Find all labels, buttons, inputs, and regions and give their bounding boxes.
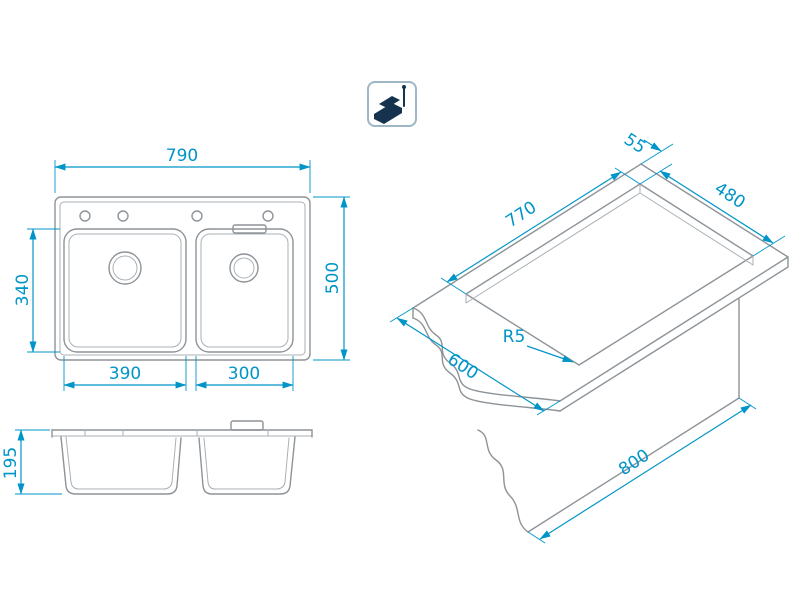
leader-line (526, 345, 574, 363)
dim-rear-offset: 55 (620, 130, 674, 165)
left-bowl-inner (68, 233, 182, 348)
dimension-label: 300 (228, 364, 260, 384)
rim-end-caps (51, 429, 313, 438)
dimension-label: 800 (615, 446, 653, 480)
dimension-label: R5 (503, 327, 526, 347)
worktop-thickness-edges (412, 256, 789, 412)
worktop-block-glyph (374, 103, 402, 124)
section-view (51, 420, 313, 495)
rim-hole-ticks (84, 429, 269, 437)
dimension-label: 480 (711, 179, 749, 213)
worktop-torn-edge-bottom (412, 317, 561, 412)
left-bowl-profile-inner (65, 436, 177, 490)
dim-worktop-depth: 600 (389, 307, 561, 416)
dim-corner-radius: R5 (503, 327, 574, 363)
plan-view (54, 196, 311, 361)
mount-type-icon (367, 81, 417, 127)
right-bowl (195, 228, 294, 353)
dim-bowl-depth: 340 (13, 228, 60, 353)
dim-right-bowl-width: 300 (195, 356, 294, 391)
dimension-line (446, 171, 622, 283)
overflow-slot (232, 224, 267, 234)
dimension-label: 600 (444, 350, 482, 384)
dimension-label: 340 (13, 274, 33, 306)
sink-outline (54, 196, 311, 361)
right-bowl-profile-inner (203, 437, 290, 490)
faucet-dot-glyph (402, 85, 406, 89)
dim-overall-depth: 500 (313, 196, 350, 361)
dimension-line (539, 404, 752, 540)
dim-cabinet-width: 800 (527, 397, 757, 544)
dim-overall-width: 790 (54, 146, 311, 193)
dimension-label: 195 (1, 447, 21, 479)
left-bowl-profile (60, 436, 182, 495)
extension-lines (527, 397, 757, 544)
arrow-line (643, 139, 662, 152)
sink-sheet-glyph (379, 96, 400, 108)
worktop-torn-edge-top (412, 307, 561, 402)
overflow-slot-side (230, 420, 264, 431)
faucet-hole (262, 210, 274, 222)
extension-line (640, 143, 674, 165)
dimension-line (659, 170, 774, 244)
left-drain-inner (112, 255, 138, 281)
cabinet-torn-edge (477, 429, 529, 533)
dimension-label: 390 (109, 364, 141, 384)
isometric-view (412, 163, 789, 533)
dimension-label: 55 (620, 130, 649, 159)
right-bowl-inner (200, 233, 289, 348)
faucet-hole (117, 210, 129, 222)
dimension-label: 790 (166, 146, 198, 166)
faucet-hole (191, 210, 203, 222)
extension-lines (15, 429, 62, 495)
extension-lines (389, 307, 561, 416)
right-bowl-profile (198, 436, 296, 495)
left-drain (108, 251, 142, 285)
right-drain (229, 253, 259, 283)
sink-rim-inner (59, 201, 306, 356)
dimension-line (396, 317, 545, 412)
faucet-hole (79, 210, 91, 222)
right-drain-inner (233, 257, 255, 279)
cutout-depth-walls (465, 183, 754, 304)
extension-lines (639, 163, 786, 257)
dim-bowl-height: 195 (1, 429, 62, 495)
dimension-label: 500 (323, 262, 343, 294)
left-bowl (63, 228, 187, 353)
extension-lines (440, 167, 641, 295)
dim-left-bowl-width: 390 (63, 356, 187, 391)
dim-cutout-length: 770 (440, 167, 641, 295)
